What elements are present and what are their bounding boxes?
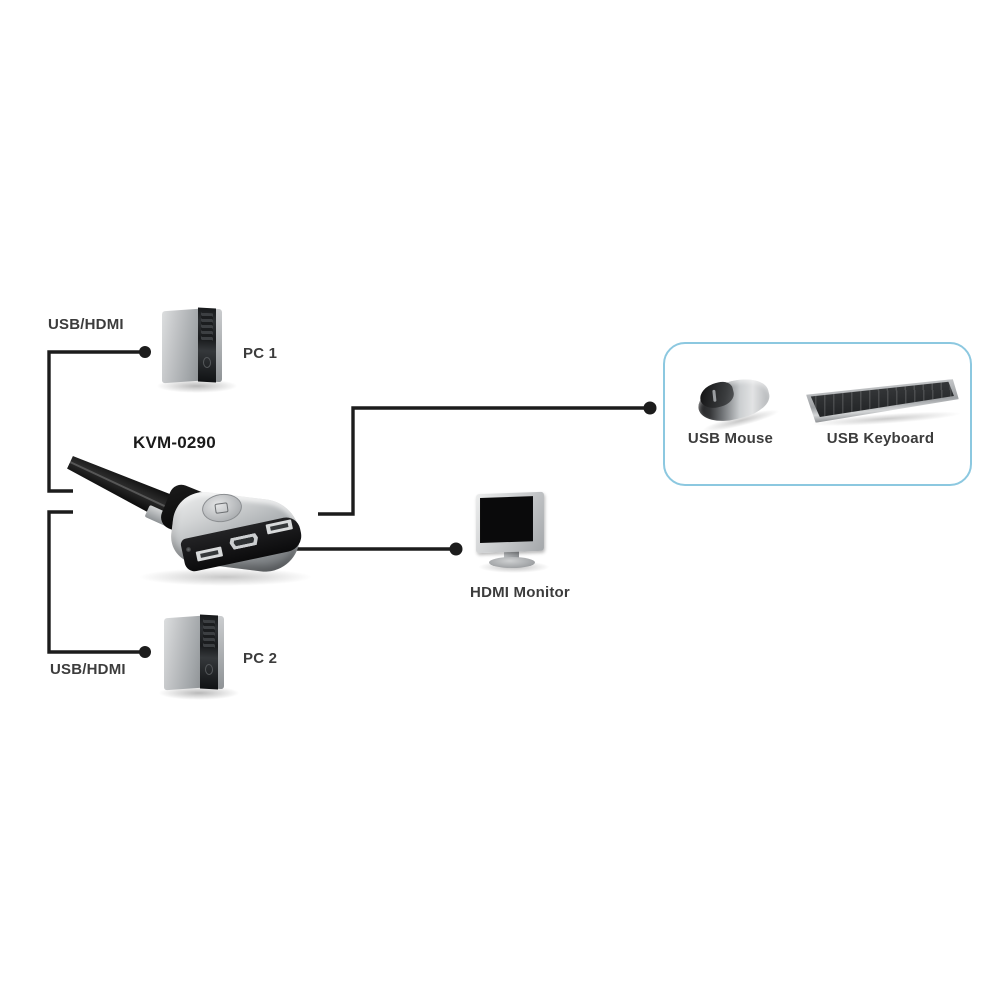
usb-mouse-graphic (691, 367, 781, 436)
monitor-connector-dot (449, 542, 463, 556)
hdmi-monitor-label: HDMI Monitor (470, 584, 570, 601)
pc1-tower-shadow (156, 379, 238, 393)
peripherals-connector-dot (643, 401, 657, 415)
pc1-tower-edge (216, 308, 222, 383)
usb-mouse-label: USB Mouse (687, 430, 774, 447)
pc2-tower-shadow (158, 686, 240, 700)
pc2-connection-label: USB/HDMI (50, 661, 126, 678)
kvm-usb-port-right (265, 519, 294, 535)
usb-keyboard-label: USB Keyboard (826, 430, 935, 447)
pc2-tower-front (200, 614, 218, 690)
monitor-bezel (476, 491, 544, 554)
pc2-connector-dot (139, 646, 151, 658)
kvm-led (186, 547, 191, 552)
pc1-connection-label: USB/HDMI (48, 316, 124, 333)
peripherals-connector-line (318, 406, 650, 516)
usb-keyboard-graphic (806, 379, 963, 432)
monitor-stand-base (489, 557, 535, 568)
pc1-connector-line (47, 350, 145, 493)
monitor-screen (480, 496, 533, 544)
hdmi-monitor-graphic (476, 491, 556, 575)
kvm-usb-port-left (195, 546, 224, 562)
pc1-tower-side (162, 308, 199, 384)
pc2-connector-line (47, 510, 145, 654)
kvm-shadow (138, 568, 313, 586)
kvm-switch-graphic (60, 430, 330, 600)
pc2-tower-graphic (158, 614, 240, 700)
pc2-label: PC 2 (243, 650, 278, 667)
pc1-tower-front (198, 307, 216, 383)
peripherals-box: USB Mouse USB Keyboard (663, 342, 972, 486)
pc2-tower-edge (218, 615, 224, 690)
pc1-tower-graphic (156, 307, 238, 393)
pc2-tower-side (164, 615, 201, 691)
kvm-hdmi-port (229, 533, 260, 551)
pc1-label: PC 1 (243, 345, 278, 362)
pc1-connector-dot (139, 346, 151, 358)
kvm-model-label: KVM-0290 (133, 433, 216, 452)
monitor-stand-neck (504, 550, 519, 560)
